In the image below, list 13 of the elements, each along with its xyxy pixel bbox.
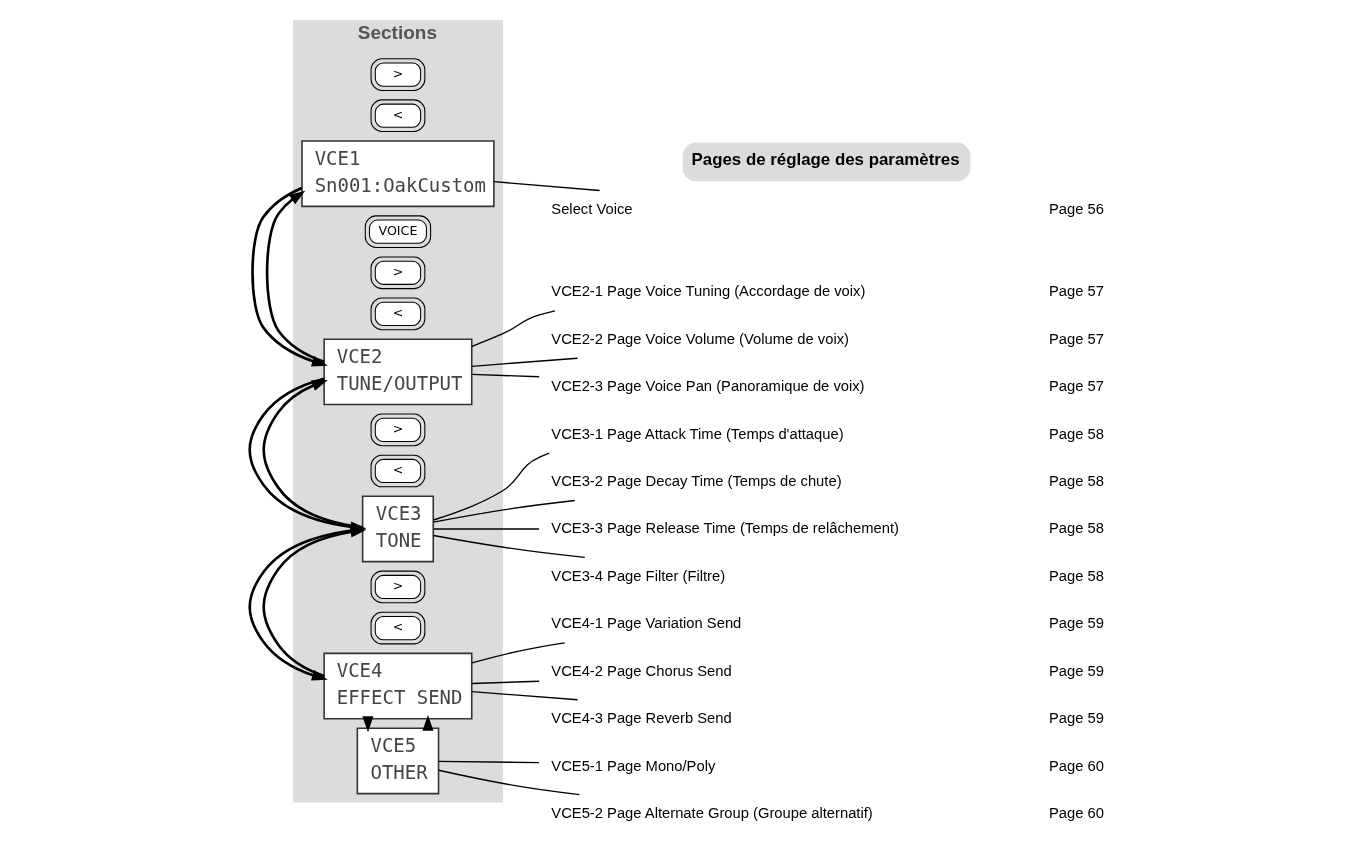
node-text: VCE3-1 Page Attack Time (Temps d'attaque) Page 58 — [550, 425, 1104, 442]
node-text: VCE4-2 Page Chorus Send Page 59 — [550, 662, 1104, 679]
node-text: VCE5-1 Page Mono/Poly Page 60 — [550, 757, 1104, 774]
node-text: VCE3-4 Page Filter (Filtre) Page 58 — [550, 567, 1104, 584]
node-text: VCE4-1 Page Variation Send Page 59 — [550, 615, 1104, 632]
node-text: Select Voice Page 56 — [550, 200, 1104, 217]
node-text: VCE5-2 Page Alternate Group (Groupe alternatif) Page 60 — [550, 805, 1104, 822]
node-text: VCE2-3 Page Voice Pan (Panoramique de voix) Page 57 — [550, 378, 1104, 395]
node-text: VCE2-1 Page Voice Tuning (Accordage de voix) Page 57 — [550, 283, 1104, 300]
node-text: VCE3-2 Page Decay Time (Temps de chute) Page 58 — [550, 472, 1104, 489]
node-text: VCE4-3 Page Reverb Send Page 59 — [550, 710, 1104, 727]
node-text: VCE3-3 Page Release Time (Temps de relâchement) Page 58 — [550, 520, 1104, 537]
node-text: VCE2-2 Page Voice Volume (Volume de voix) Page 57 — [550, 330, 1104, 347]
